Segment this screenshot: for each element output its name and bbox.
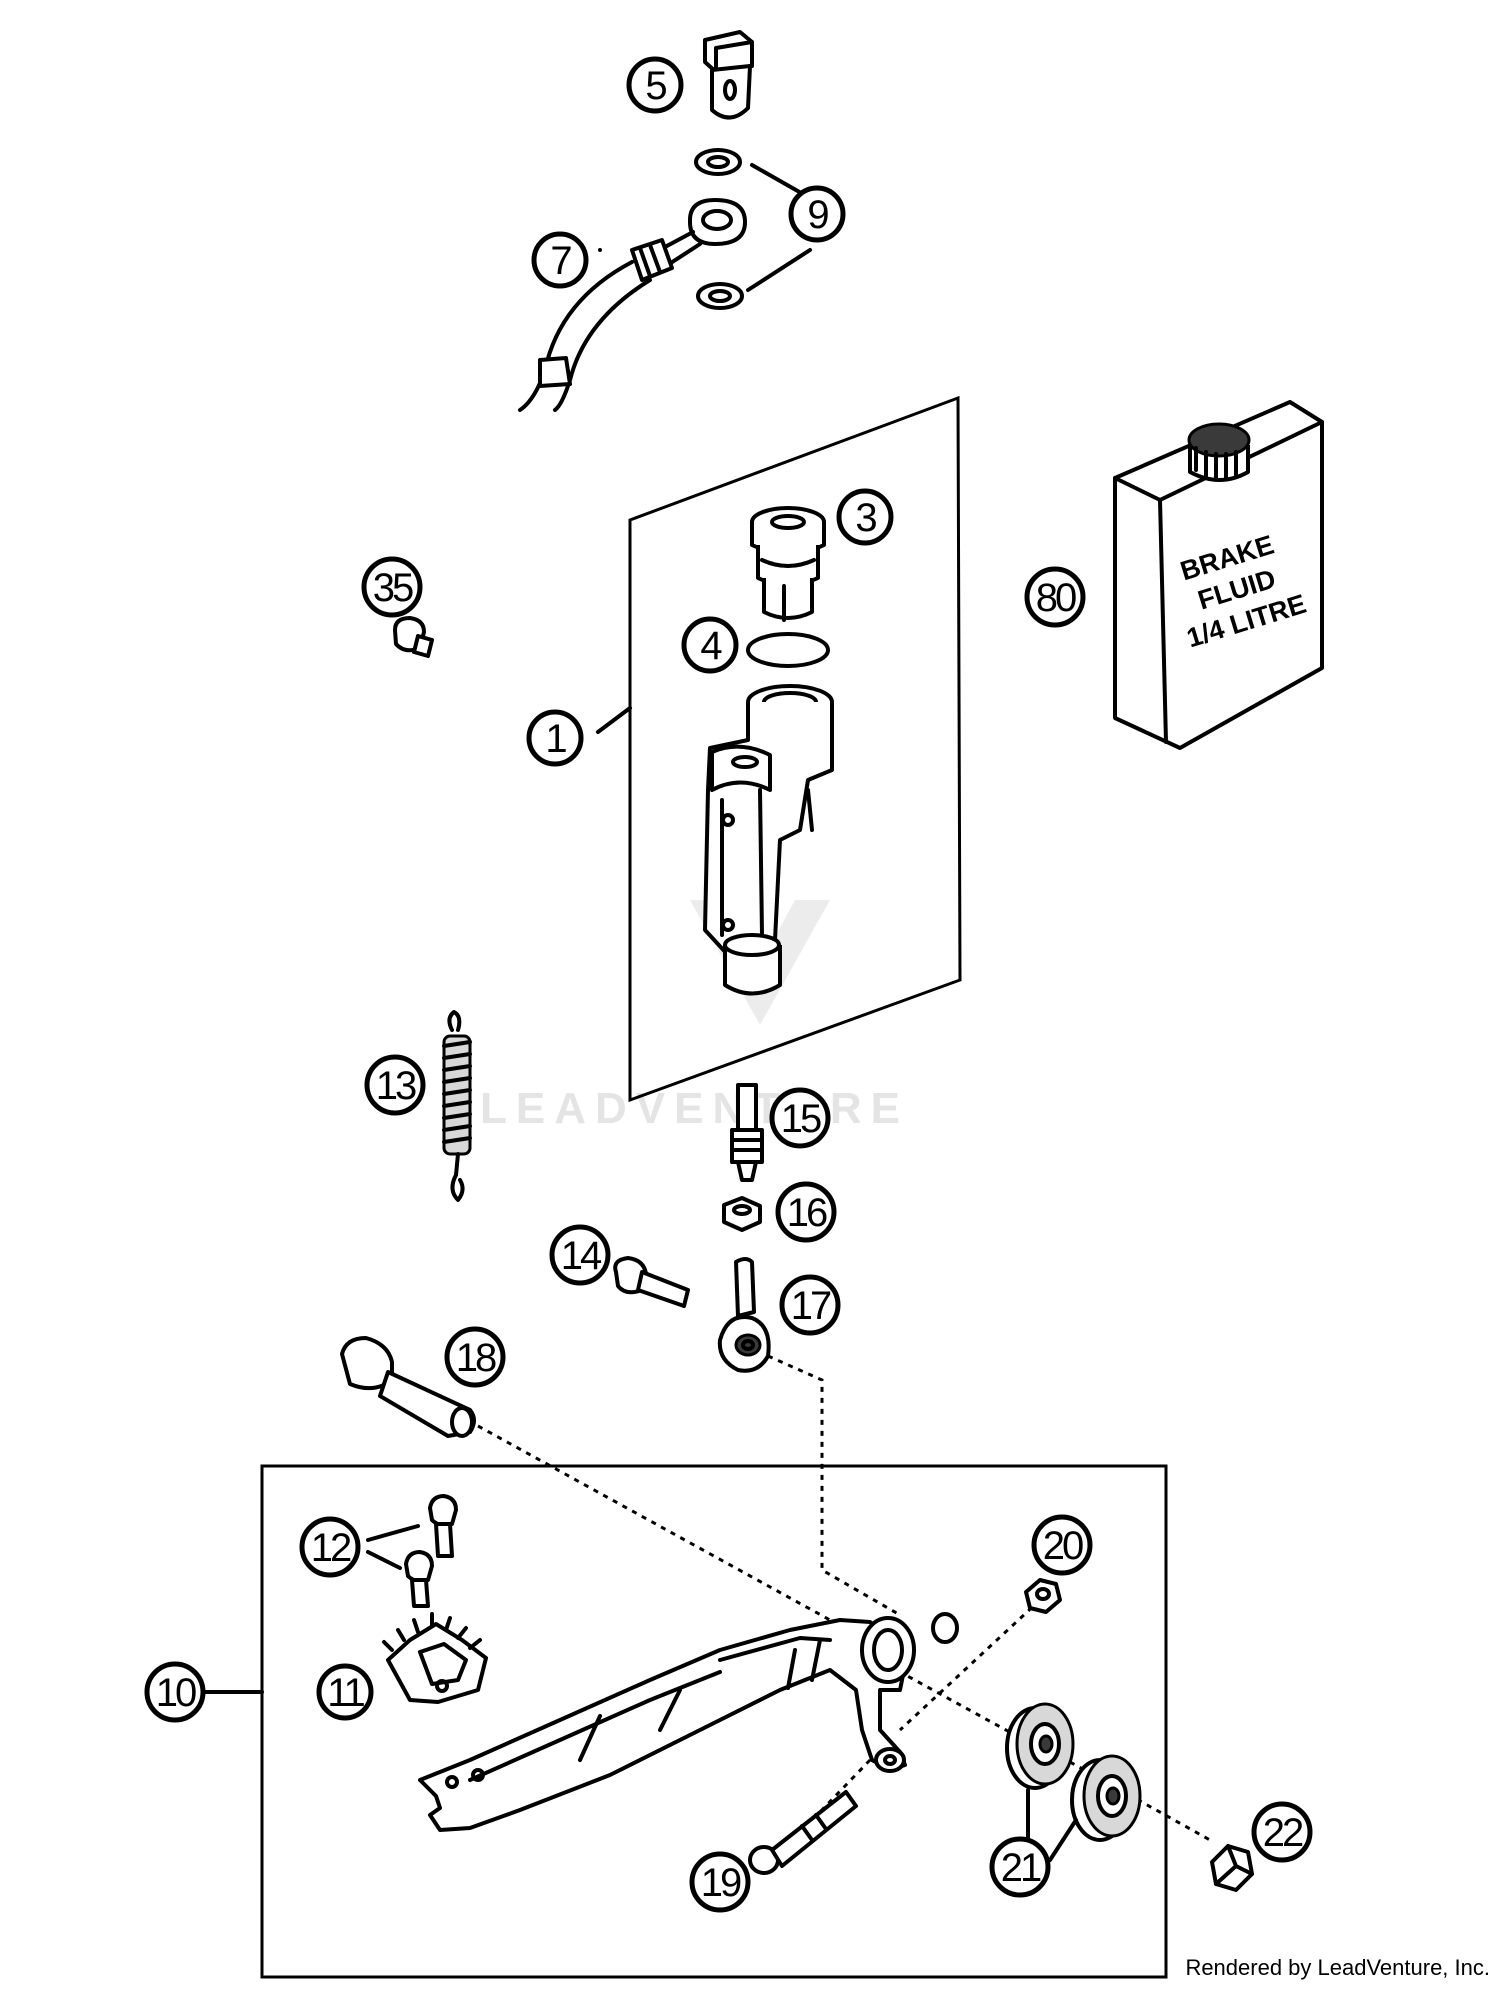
callout-7-label: 7 [550,239,571,283]
callout-11-label: 11 [327,1671,364,1715]
callout-5-label: 5 [645,64,666,108]
screw-part-35 [393,616,434,658]
callout-16[interactable]: 16 [775,1181,837,1243]
callout-80[interactable]: 80 [1024,566,1086,628]
callout-15[interactable]: 15 [769,1087,831,1149]
callout-9[interactable]: 9 [788,185,846,243]
callout-16-label: 16 [787,1191,827,1235]
callout-22[interactable]: 22 [1251,1801,1313,1863]
foot-step-part-11 [382,1612,488,1704]
bearings-part-21 [1003,1702,1142,1862]
master-cylinder-panel-part-1 [596,395,962,1103]
callout-12-label: 12 [311,1526,351,1570]
callout-1-label: 1 [545,717,566,761]
brake-hose-part-7 [518,198,747,412]
callout-17-label: 17 [791,1284,831,1328]
brake-pedal-lever [418,1612,959,1832]
reservoir-fitting-part-3 [750,506,826,622]
bolt-part-19 [748,1790,858,1875]
callout-17[interactable]: 17 [779,1274,841,1336]
pivot-bolt-part-18 [340,1336,476,1438]
leadventure-watermark: LEADVENTURE [480,860,909,1133]
bolts-part-12 [366,1494,458,1608]
callout-3[interactable]: 3 [836,488,894,546]
callout-10[interactable]: 10 [144,1661,206,1723]
callout-19[interactable]: 19 [689,1851,751,1913]
callout-14[interactable]: 14 [549,1224,611,1286]
callout-35-label: 35 [373,566,413,610]
callout-11[interactable]: 11 [316,1663,374,1721]
callout-15-label: 15 [781,1097,821,1141]
callout-80-label: 80 [1036,576,1076,620]
callout-14-label: 14 [561,1234,602,1278]
callout-18[interactable]: 18 [444,1326,506,1388]
callout-19-label: 19 [701,1861,741,1905]
callout-5[interactable]: 5 [626,56,684,114]
callout-21-label: 21 [1001,1846,1041,1890]
callout-13-label: 13 [376,1064,416,1108]
spring-part-13 [442,1010,472,1202]
clevis-part-17 [717,1257,771,1373]
banjo-bolt-part-5 [703,30,754,120]
callout-9-label: 9 [807,193,828,237]
callout-10-label: 10 [156,1671,196,1715]
rendered-by-footer: Rendered by LeadVenture, Inc. [1185,1955,1490,1980]
watermark-text: LEADVENTURE [480,1084,909,1133]
bolt-part-14 [613,1256,690,1308]
callout-3-label: 3 [855,496,876,540]
callout-20-label: 20 [1043,1524,1083,1568]
nut-part-22 [1210,1844,1254,1892]
o-ring-part-4 [746,632,830,668]
callout-12[interactable]: 12 [299,1516,361,1578]
callout-13[interactable]: 13 [364,1054,426,1116]
callout-1[interactable]: 1 [526,709,584,767]
master-cylinder-body [703,684,834,996]
callout-7[interactable]: 7 [531,231,589,289]
callout-22-label: 22 [1263,1811,1303,1855]
callout-20[interactable]: 20 [1031,1514,1093,1576]
nut-part-20 [1024,1578,1062,1614]
callout-18-label: 18 [456,1336,496,1380]
callout-4-label: 4 [700,624,722,668]
callout-4[interactable]: 4 [681,616,739,674]
brake-fluid-can-part-80: BRAKE FLUID 1/4 LITRE [1113,400,1324,750]
brake-pedal-box-part-10 [203,1464,1168,1979]
washer-part-9 [694,148,812,310]
callout-35[interactable]: 35 [361,556,423,618]
push-rod-part-15 [730,1083,764,1182]
nut-part-16 [722,1196,762,1232]
callout-21[interactable]: 21 [989,1836,1051,1898]
